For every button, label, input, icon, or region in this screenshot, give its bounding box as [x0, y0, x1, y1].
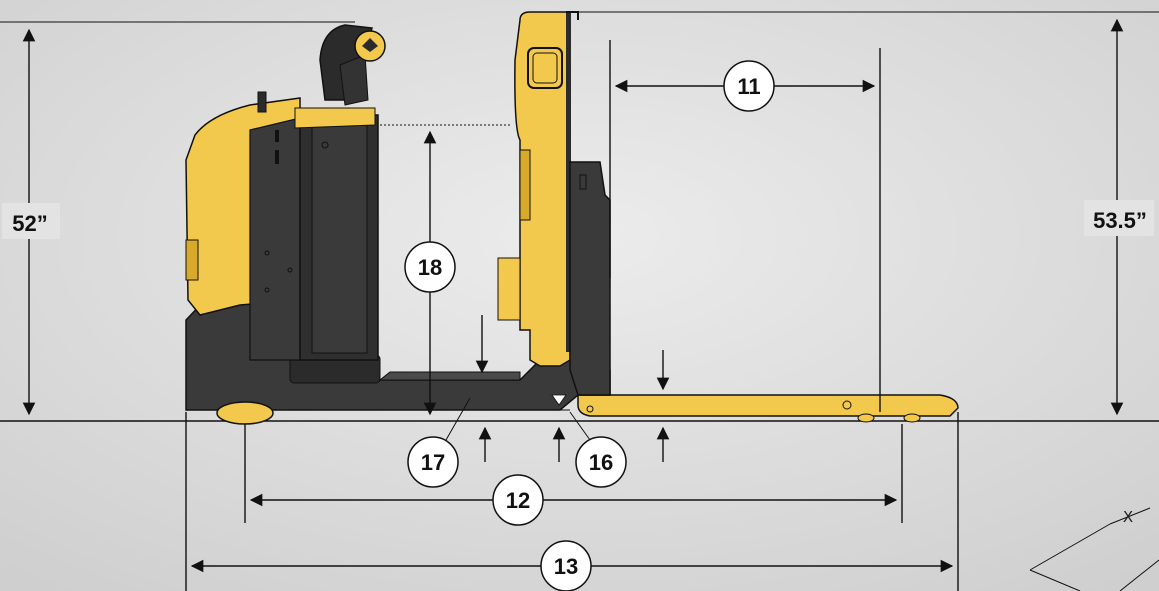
- callout-13-label: 13: [554, 554, 578, 579]
- callout-12: [492, 474, 544, 526]
- load-wheel-front: [857, 413, 875, 423]
- callout-16: [575, 436, 627, 488]
- callout-16-label: 16: [589, 450, 613, 475]
- pallet-truck: [185, 11, 959, 425]
- callout-17: [407, 436, 459, 488]
- load-wheel-rear: [903, 413, 921, 423]
- callout-11-label: 11: [737, 74, 760, 99]
- dimension-16: 16: [550, 394, 627, 488]
- drive-wheel: [216, 401, 274, 425]
- mast: [569, 161, 611, 396]
- left-height-label: 52”: [12, 211, 47, 236]
- fork: [577, 394, 959, 417]
- dimension-12: 12: [244, 424, 903, 526]
- callout-12-label: 12: [506, 488, 530, 513]
- callout-11: [723, 60, 775, 112]
- dimension-overall-height-right: 53.5”: [578, 11, 1159, 416]
- callout-17-label: 17: [421, 450, 445, 475]
- inset-axis-label: X: [1123, 508, 1133, 526]
- callout-18: [404, 241, 456, 293]
- dimension-17: 17: [407, 315, 492, 488]
- inset-perspective: X: [1029, 507, 1159, 591]
- right-height-label: 53.5”: [1093, 208, 1147, 233]
- dimension-13: 13: [185, 412, 959, 591]
- callout-18-label: 18: [418, 255, 442, 280]
- backrest: [514, 11, 571, 367]
- dimension-18: 18: [380, 124, 512, 416]
- dimension-overall-height-left: 52”: [0, 21, 355, 416]
- dimension-11: 11: [609, 40, 881, 412]
- callout-13: [540, 540, 592, 591]
